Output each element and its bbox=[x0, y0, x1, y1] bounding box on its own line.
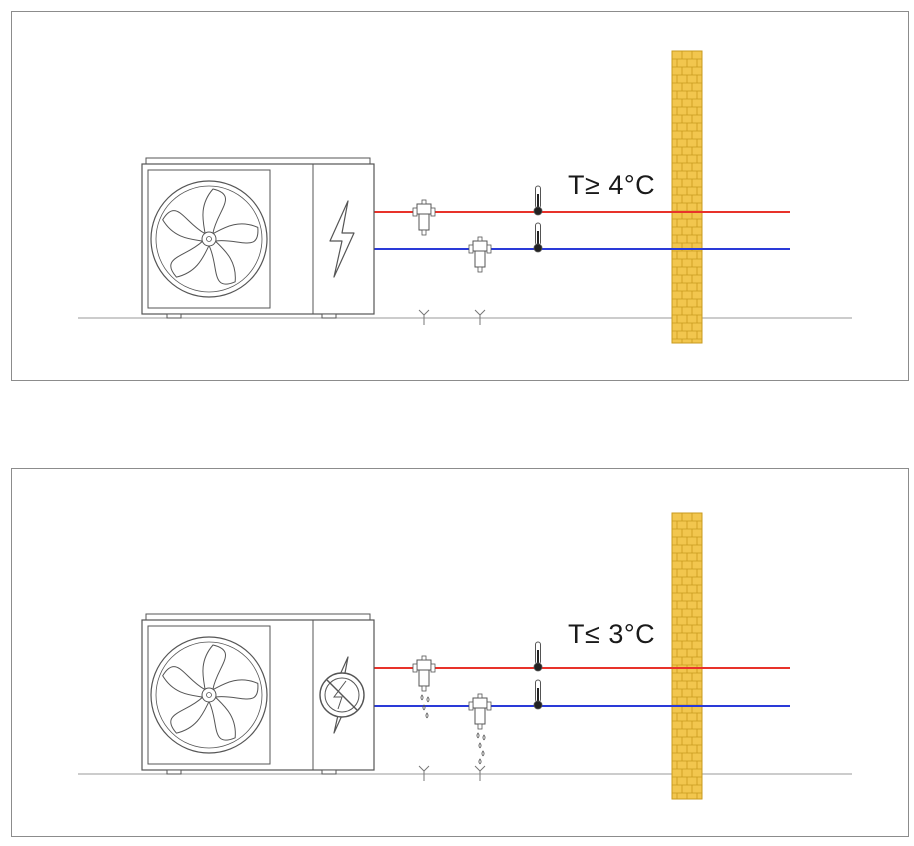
water-drop-icon bbox=[422, 704, 426, 711]
unit-foot bbox=[321, 769, 337, 775]
thermometer-icon bbox=[533, 679, 543, 710]
water-drop-icon bbox=[481, 750, 485, 757]
water-drop-icon bbox=[426, 696, 430, 703]
water-drop-icon bbox=[425, 712, 429, 719]
fan-icon bbox=[150, 636, 268, 754]
drain-funnel-icon bbox=[474, 309, 486, 325]
unit-foot bbox=[166, 313, 182, 319]
heat-pump-unit bbox=[141, 157, 375, 319]
panel-frost-protection: T≤ 3°C bbox=[11, 468, 909, 837]
thermometer-icon bbox=[533, 185, 543, 216]
drain-funnel-icon bbox=[418, 309, 430, 325]
drain-valve-icon bbox=[412, 199, 436, 236]
drain-valve-icon bbox=[468, 236, 492, 273]
diagram-normal-operation bbox=[78, 50, 852, 344]
unit-foot bbox=[321, 313, 337, 319]
lightning-bolt-icon bbox=[329, 200, 355, 278]
thermometer-icon bbox=[533, 641, 543, 672]
unit-foot bbox=[166, 769, 182, 775]
drain-funnel-icon bbox=[418, 765, 430, 781]
brick-wall bbox=[671, 512, 703, 800]
water-drop-icon bbox=[482, 734, 486, 741]
drain-valve-icon bbox=[412, 655, 436, 692]
temperature-label: T≥ 4°C bbox=[568, 170, 656, 200]
water-drop-icon bbox=[478, 742, 482, 749]
panel-normal-operation: T≥ 4°C bbox=[11, 11, 909, 381]
water-drop-icon bbox=[420, 694, 424, 701]
thermometer-icon bbox=[533, 222, 543, 253]
water-drop-icon bbox=[476, 732, 480, 739]
fan-icon bbox=[150, 180, 268, 298]
drain-valve-icon bbox=[468, 693, 492, 730]
heat-pump-unit bbox=[141, 613, 375, 775]
power-disabled-icon bbox=[319, 656, 365, 734]
brick-wall bbox=[671, 50, 703, 344]
water-drop-icon bbox=[478, 758, 482, 765]
temperature-label: T≤ 3°C bbox=[568, 619, 656, 649]
drain-funnel-icon bbox=[474, 765, 486, 781]
diagram-frost-protection bbox=[78, 512, 852, 800]
